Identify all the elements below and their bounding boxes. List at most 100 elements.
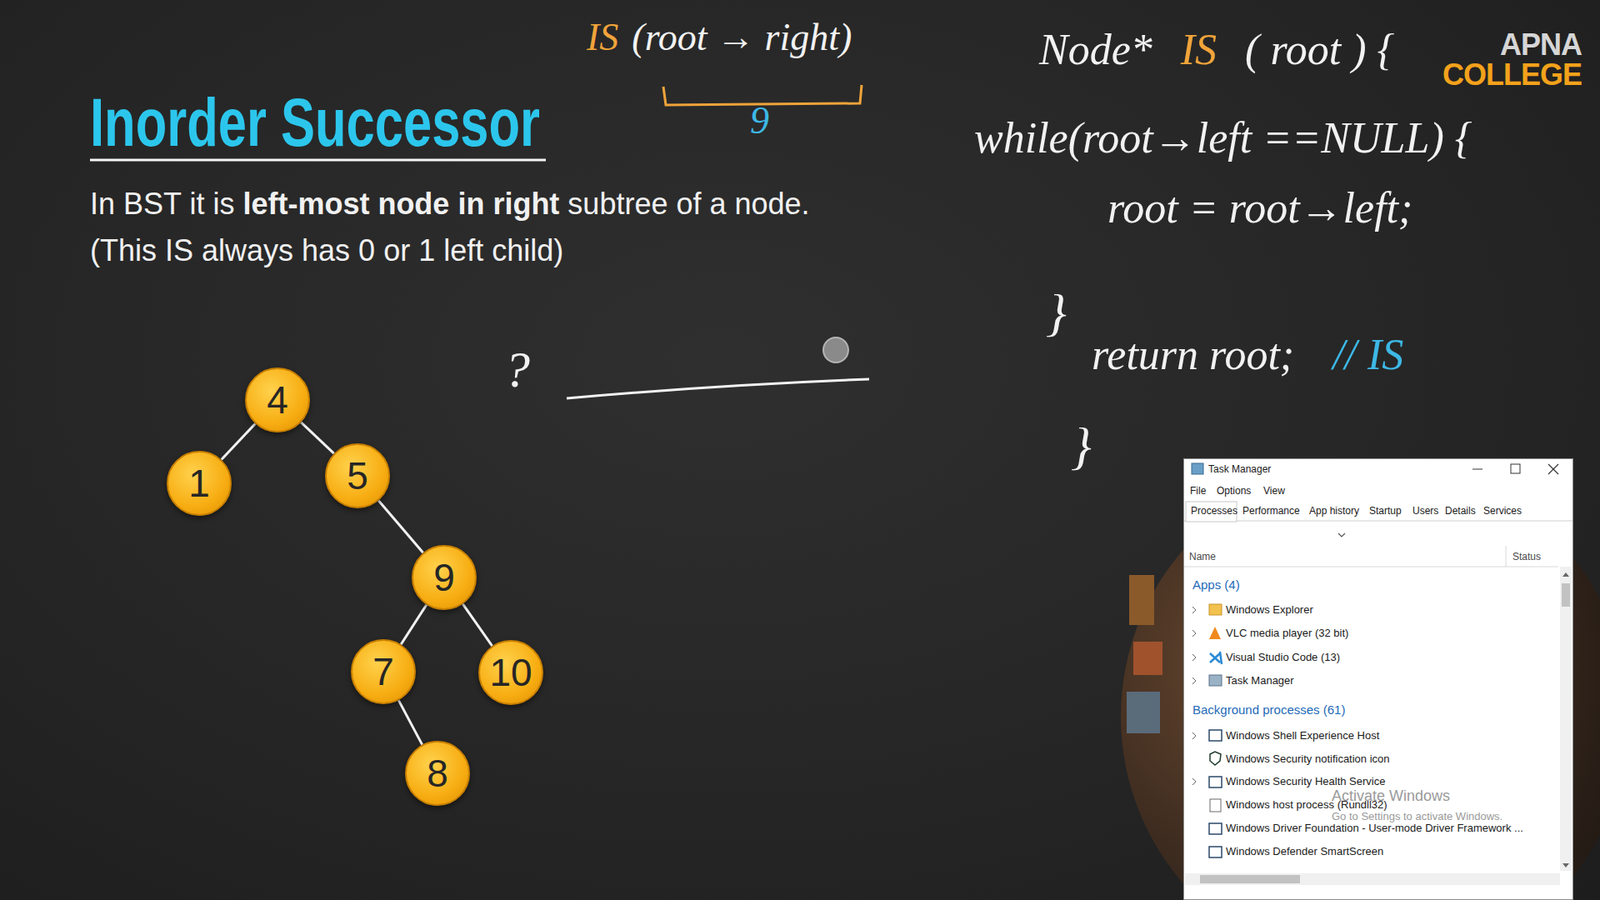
handwritten-code-line: Node* IS ( root ) { [1039,25,1395,75]
node-value: 4 [266,377,289,423]
scroll-arrow [1562,863,1570,868]
minimize-button [1472,469,1483,470]
handwritten-number: 9 [750,98,770,143]
node-value: 5 [346,453,369,499]
tab-rule [1184,520,1573,522]
vscode-icon [1210,651,1222,665]
blank-line [566,379,870,399]
menu-item: Options [1216,485,1251,497]
process-name: VLC media player (32 bit) [1225,626,1349,640]
process-name: Task Manager [1225,674,1295,687]
tree-node: 1 [166,450,232,516]
handwritten-code: root = root→left; [1107,183,1413,233]
tab-label: App history [1309,505,1360,517]
watermark: Activate Windows [1331,787,1450,805]
tree-node: 10 [478,640,544,705]
handwritten-function: IS [1180,25,1217,75]
definition-text-bold: left-most node in right [242,186,560,222]
menu-item: File [1190,485,1206,497]
handwritten-function: IS [586,15,619,60]
scrollbar [1560,566,1572,871]
node-value: 10 [489,650,532,695]
close-button [1548,464,1559,475]
scroll-thumb [1200,875,1300,884]
node-value: 8 [426,750,449,796]
tab-label: Startup [1369,505,1402,517]
handwritten-call: IS(root → right) [586,15,852,60]
process-name: Windows Defender SmartScreen [1225,845,1384,858]
process-icon [1209,730,1222,741]
channel-logo: APNACOLLEGE [1442,30,1582,90]
tab-label: Processes [1190,505,1238,517]
node-value: 9 [433,555,455,600]
bookshelf [1129,575,1155,625]
cursor-dot [823,337,849,363]
maximize-button [1510,464,1520,474]
handwritten-code-line: return root; // IS [1091,330,1404,380]
menu-item: View [1263,485,1285,497]
taskmgr-icon [1209,675,1222,686]
bookshelf [1133,641,1163,675]
tree-node: 9 [411,545,477,610]
node-value: 7 [372,649,395,695]
logo-word: COLLEGE [1442,60,1582,90]
tree-edge [462,604,492,646]
group-header: Background processes (61) [1192,702,1345,717]
tree-edge [378,500,423,554]
process-icon [1209,823,1222,835]
tree-node: 7 [350,639,416,705]
handwritten-code: ( root ) { [1245,25,1395,75]
expand-chevron [1192,654,1196,661]
tree-edge [300,422,334,454]
tree-edge [398,700,422,745]
scrollbar [1185,873,1560,885]
scroll-arrow [1562,572,1570,577]
tab-label: Details [1445,505,1476,517]
process-icon [1209,776,1222,788]
expand-chevron [1192,606,1196,614]
handwritten-code: return root; [1091,330,1295,380]
bookshelf [1126,691,1160,734]
tree-edge [400,605,427,645]
expand-chevron [1192,677,1196,685]
question-mark: ? [504,340,530,400]
process-icon [1209,846,1222,858]
process-name: Windows Explorer [1225,603,1314,616]
header-rule [1184,566,1559,568]
logo-word: APNA [1500,30,1582,60]
definition-text: In BST it is [90,186,235,222]
tree-node: 8 [405,740,470,806]
node-value: 1 [188,460,210,506]
expand-chevron [1192,732,1196,740]
note-text: (This IS always has 0 or 1 left child) [90,233,564,269]
process-icon [1210,799,1221,812]
expand-chevron [1192,630,1196,637]
explorer-icon [1209,604,1222,615]
tree-edge [221,423,256,460]
process-name: Windows Shell Experience Host [1225,729,1380,742]
process-name: Windows Security notification icon [1225,752,1390,765]
process-name: Windows Security Health Service [1225,775,1385,788]
tab-label: Users [1412,505,1439,517]
slide-title: Inorder Successor [90,83,540,162]
handwritten-comment: // IS [1332,330,1404,380]
tree-node: 5 [325,443,390,509]
handwritten-brace: } [1045,283,1067,343]
definition-line: In BST it isleft-most node in rightsubtr… [90,186,810,222]
tree-node: 4 [245,367,310,433]
handwritten-brace: } [1070,416,1092,476]
process-name: Visual Studio Code (13) [1225,650,1340,664]
group-header: Apps (4) [1192,577,1240,592]
shield-icon [1210,751,1221,765]
column-header: Name [1189,550,1216,563]
tab-label: Services [1483,505,1522,517]
handwritten-code: Node* [1039,25,1153,75]
column-header: Status [1512,550,1541,563]
vlc-icon [1209,626,1221,640]
tab-label: Performance [1242,505,1300,517]
expand-chevron [1192,778,1196,785]
watermark: Go to Settings to activate Windows. [1331,810,1503,823]
definition-text: subtree of a node. [567,186,810,222]
window-title: Task Manager [1208,463,1271,475]
